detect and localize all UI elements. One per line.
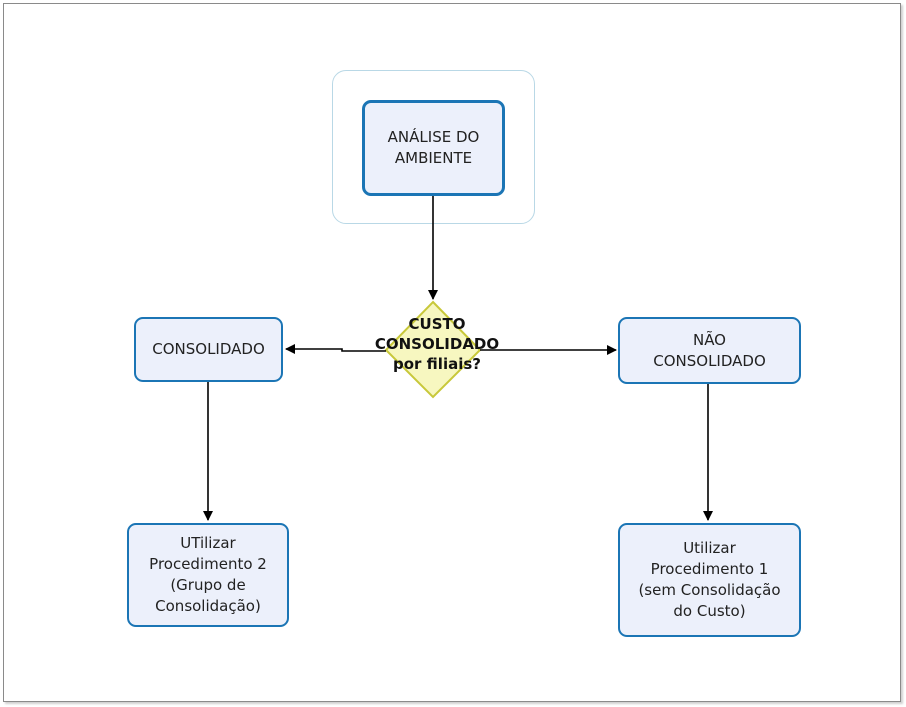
node-procedimento-1: Utilizar Procedimento 1 (sem Consolidaçã… [618,523,801,637]
decision-diamond [384,300,482,399]
node-analise-do-ambiente: ANÁLISE DO AMBIENTE [362,100,505,196]
decision-label: CUSTO CONSOLIDADO por filiais? [374,315,500,373]
diagram-frame [3,3,901,702]
node-procedimento-2: UTilizar Procedimento 2 (Grupo de Consol… [127,523,289,627]
node-consolidado: CONSOLIDADO [134,317,283,382]
arrow-decision-to-consolidado [285,344,386,354]
node-nao-consolidado: NÃO CONSOLIDADO [618,317,801,384]
